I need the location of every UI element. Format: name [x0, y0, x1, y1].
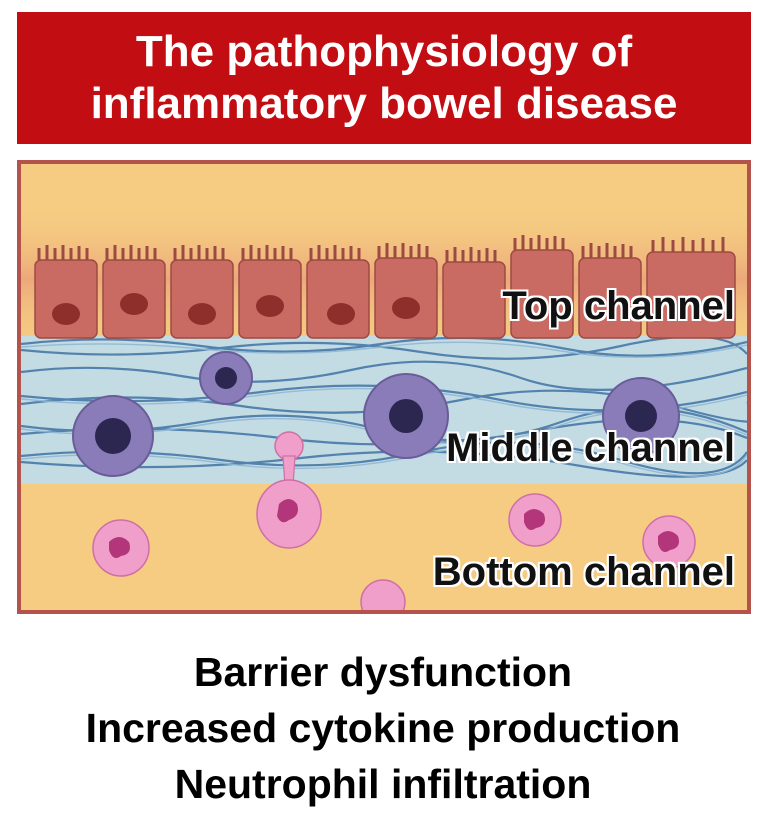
- epithelial-cell: [306, 245, 370, 339]
- finding-neutrophil-infiltration: Neutrophil infiltration: [174, 761, 592, 807]
- epithelial-cell: [238, 245, 302, 339]
- epithelial-cell: [646, 237, 736, 339]
- top-channel-label: Top channel: [502, 284, 735, 328]
- immune-cell: [363, 373, 449, 459]
- findings-list: Barrier dysfunction Increased cytokine p…: [0, 644, 766, 812]
- immune-cell: [72, 395, 154, 477]
- epithelial-cell: [34, 245, 98, 339]
- epithelial-cells: [34, 235, 736, 339]
- bottom-channel-label: Bottom channel: [432, 550, 735, 594]
- epithelial-cell: [374, 243, 438, 339]
- immune-cell: [602, 377, 680, 455]
- finding-cytokine-production: Increased cytokine production: [85, 705, 681, 751]
- neutrophils: [92, 493, 696, 610]
- neutrophil: [92, 519, 150, 577]
- neutrophil: [360, 579, 406, 610]
- immune-cells: [72, 351, 680, 477]
- epithelial-cell: [442, 247, 506, 339]
- neutrophil: [642, 515, 696, 569]
- transmigrating-neutrophil: [256, 431, 322, 549]
- epithelial-cell: [170, 245, 234, 339]
- neutrophil: [508, 493, 562, 547]
- finding-barrier-dysfunction: Barrier dysfunction: [193, 649, 573, 695]
- middle-channel-label: Middle channel: [446, 426, 735, 470]
- diagram-frame: Top channel Middle channel Bottom channe…: [17, 160, 751, 614]
- epithelial-cell: [510, 235, 574, 339]
- epithelial-cell: [578, 243, 642, 339]
- title-line-1: The pathophysiology of: [135, 27, 633, 76]
- epithelial-cell: [102, 245, 166, 339]
- title-line-2: inflammatory bowel disease: [90, 79, 678, 128]
- tissue-illustration: [21, 204, 747, 610]
- title-banner: The pathophysiology of inflammatory bowe…: [17, 12, 751, 144]
- immune-cell: [199, 351, 253, 405]
